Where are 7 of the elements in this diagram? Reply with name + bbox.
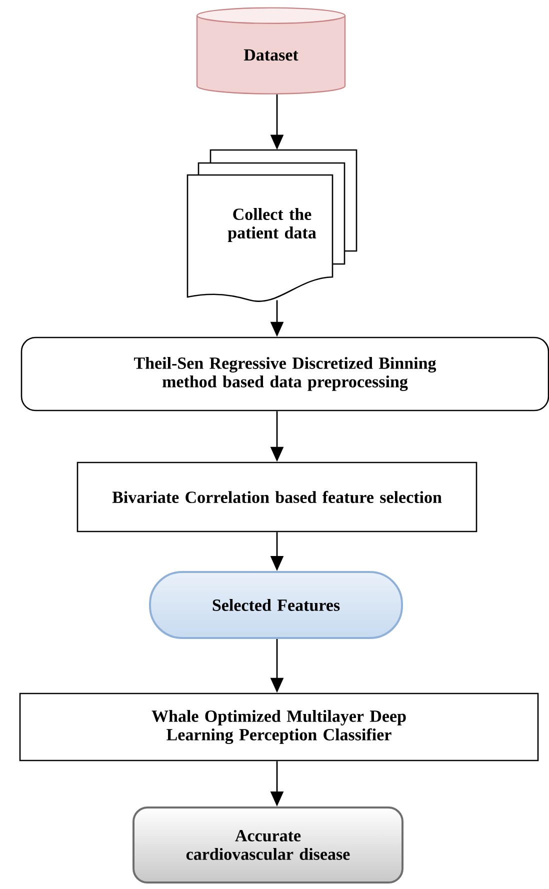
database-cylinder: Dataset: [196, 7, 346, 94]
process-box: Bivariate Correlation based feature selection: [76, 462, 478, 532]
terminal-pill: Selected Features: [149, 571, 403, 639]
output-box: Accurate cardiovascular disease: [132, 806, 404, 884]
document-stack: Collect the patient data: [186, 149, 358, 302]
process-box: Theil-Sen Regressive Discretized Binning method based data preprocessing: [20, 336, 549, 412]
process-box: Whale Optimized Multilayer Deep Learning Perception Classifier: [19, 692, 539, 762]
